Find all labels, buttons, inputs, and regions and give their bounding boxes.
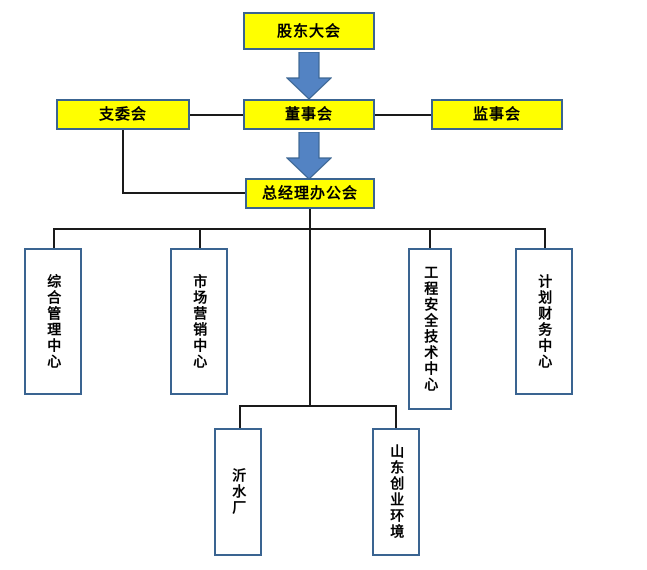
node-shareholders-meeting[interactable]: 股东大会 <box>243 12 375 50</box>
node-shareholders-meeting-label: 股东大会 <box>276 21 341 40</box>
node-engineering-safety-technology-center[interactable]: 工程安全技术中心 <box>408 248 452 410</box>
link-center-trunk-lower <box>309 228 311 406</box>
node-gm-office-meeting[interactable]: 总经理办公会 <box>245 178 375 209</box>
node-board-of-directors-label: 董事会 <box>284 105 333 123</box>
link-subunit-bus <box>239 405 397 407</box>
node-shandong-chuangye-environment-label: 山东创业环境 <box>388 444 405 540</box>
link-party-to-board <box>190 114 244 116</box>
arrow-shareholders-to-board <box>286 52 332 100</box>
node-party-branch-committee-label: 支委会 <box>98 105 147 123</box>
node-marketing-center[interactable]: 市场营销中心 <box>170 248 228 395</box>
node-yishui-plant-label: 沂水厂 <box>230 468 247 516</box>
node-planning-finance-center-label: 计划财务中心 <box>536 273 553 370</box>
link-department-bus <box>53 228 546 230</box>
node-engineering-safety-technology-center-label: 工程安全技术中心 <box>422 265 439 393</box>
node-comprehensive-management-center[interactable]: 综合管理中心 <box>24 248 82 395</box>
arrow-board-to-gm-office <box>286 132 332 180</box>
link-drop-dept-1 <box>53 228 55 249</box>
node-comprehensive-management-center-label: 综合管理中心 <box>45 273 62 370</box>
link-board-to-supervisors <box>374 114 432 116</box>
link-drop-dept-3 <box>429 228 431 249</box>
node-board-of-supervisors-label: 监事会 <box>472 105 521 123</box>
node-board-of-directors[interactable]: 董事会 <box>243 99 375 130</box>
link-party-elbow-horizontal <box>122 192 247 194</box>
node-gm-office-meeting-label: 总经理办公会 <box>261 184 358 202</box>
node-shandong-chuangye-environment[interactable]: 山东创业环境 <box>372 428 420 556</box>
node-yishui-plant[interactable]: 沂水厂 <box>214 428 262 556</box>
link-gm-trunk <box>309 209 311 229</box>
node-planning-finance-center[interactable]: 计划财务中心 <box>515 248 573 395</box>
link-drop-subunit-2 <box>395 405 397 429</box>
link-party-elbow-vertical <box>122 130 124 194</box>
link-drop-dept-2 <box>199 228 201 249</box>
node-party-branch-committee[interactable]: 支委会 <box>56 99 190 130</box>
link-drop-dept-4 <box>544 228 546 249</box>
node-marketing-center-label: 市场营销中心 <box>191 273 208 370</box>
node-board-of-supervisors[interactable]: 监事会 <box>431 99 563 130</box>
link-drop-subunit-1 <box>239 405 241 429</box>
